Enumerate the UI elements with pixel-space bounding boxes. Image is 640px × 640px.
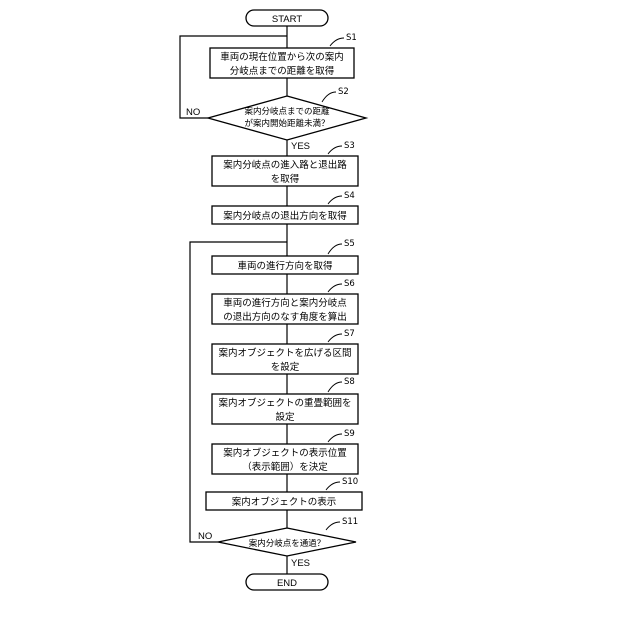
step-s1-line2: 分岐点までの距離を取得 (230, 65, 335, 77)
step-s11-line1: 案内分岐点を通過？ (249, 538, 326, 549)
step-s5-leader (328, 244, 342, 254)
step-s8-id: S8 (344, 377, 355, 387)
start-label: START (272, 14, 302, 25)
step-s8-leader (328, 382, 342, 392)
step-s9-line1: 案内オブジェクトの表示位置 (223, 447, 347, 459)
step-s1-id: S1 (346, 33, 357, 43)
step-s7-line1: 案内オブジェクトを広げる区間 (218, 347, 351, 359)
step-s9-line2: （表示範囲）を決定 (242, 461, 328, 473)
step-s6-line2: の退出方向のなす角度を算出 (223, 311, 347, 323)
step-s8-line2: 設定 (275, 411, 295, 423)
s11-no-label: NO (198, 531, 212, 542)
step-s6-line1: 車両の進行方向と案内分岐点 (223, 297, 347, 309)
step-s5-line1: 車両の進行方向を取得 (237, 260, 333, 272)
step-s11-leader (326, 522, 340, 530)
step-s10-id: S10 (342, 477, 358, 487)
step-s4-id: S4 (344, 191, 355, 201)
step-s6-id: S6 (344, 279, 355, 289)
step-s3-id: S3 (344, 141, 355, 151)
step-s10-leader (326, 482, 340, 490)
step-s4-leader (328, 196, 342, 204)
step-s2-id: S2 (338, 87, 349, 97)
step-s6-leader (328, 284, 342, 292)
step-s7-id: S7 (344, 329, 355, 339)
step-s1-line1: 車両の現在位置から次の案内 (220, 51, 344, 63)
step-s2-decision (208, 96, 366, 140)
s2-no-label: NO (186, 107, 200, 118)
step-s9-id: S9 (344, 429, 355, 439)
end-label: END (277, 578, 297, 589)
step-s3-leader (328, 146, 342, 154)
step-s2-line1: 案内分岐点までの距離 (244, 106, 330, 117)
step-s10-line1: 案内オブジェクトの表示 (232, 496, 337, 508)
step-s1-leader (330, 38, 344, 46)
step-s8-line1: 案内オブジェクトの重畳範囲を (218, 397, 351, 409)
step-s7-line2: を設定 (271, 361, 300, 373)
step-s9-leader (328, 434, 342, 442)
step-s4-line1: 案内分岐点の退出方向を取得 (223, 210, 347, 222)
step-s3-line2: を取得 (271, 173, 300, 185)
s11-yes-label: YES (291, 558, 310, 569)
step-s2-leader (322, 92, 336, 102)
step-s3-line1: 案内分岐点の進入路と退出路 (223, 159, 347, 171)
step-s7-leader (328, 334, 342, 342)
step-s5-id: S5 (344, 239, 355, 249)
step-s2-line2: が案内開始距離未満？ (244, 118, 329, 129)
s2-yes-label: YES (291, 141, 310, 152)
step-s11-id: S11 (342, 517, 358, 527)
